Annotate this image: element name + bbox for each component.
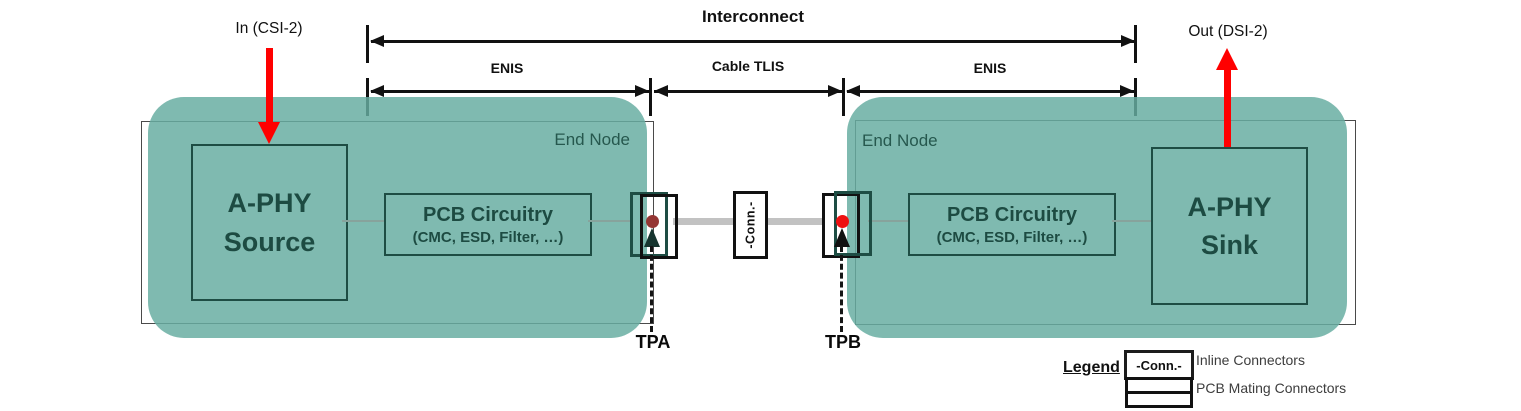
enis-left-arrowhead-right-icon — [635, 85, 649, 97]
cable-tlis-arrowhead-right-icon — [828, 85, 842, 97]
out-arrow-line — [1224, 68, 1231, 147]
tpb-pointer-dashed-line — [840, 246, 843, 332]
pcb-circuitry-right-block: PCB Circuitry (CMC, ESD, Filter, …) — [908, 193, 1116, 256]
inline-connector-block: -Conn.- — [733, 191, 768, 259]
cable-segment-right — [762, 218, 823, 225]
cable-tlis-arrowhead-left-icon — [654, 85, 668, 97]
pcb-right-title: PCB Circuitry — [946, 203, 1078, 226]
trace-pcb-to-sink — [1112, 220, 1151, 222]
tpb-test-point-dot — [836, 215, 849, 228]
in-arrow-head-icon — [258, 122, 280, 144]
right-end-node-label: End Node — [862, 131, 938, 150]
pcb-right-subtitle: (CMC, ESD, Filter, …) — [936, 228, 1088, 246]
pcb-left-subtitle: (CMC, ESD, Filter, …) — [412, 228, 564, 246]
interconnect-arrowhead-right-icon — [1121, 35, 1135, 47]
left-end-node — [148, 97, 647, 338]
cable-tlis-label: Cable TLIS — [711, 58, 785, 74]
legend-inline-connector-label: Inline Connectors — [1196, 352, 1305, 368]
aphy-sink-line2: Sink — [1200, 230, 1259, 260]
pcb-mating-connector-right-board-half — [834, 191, 872, 256]
enis-right-label: ENIS — [973, 60, 1007, 76]
aphy-source-line1: A-PHY — [227, 188, 312, 219]
aphy-source-line2: Source — [223, 226, 316, 257]
tpa-test-point-dot — [646, 215, 659, 228]
enis-left-arrowhead-left-icon — [370, 85, 384, 97]
cable-tlis-arrow-line — [654, 90, 842, 93]
trace-connector-to-pcb-right — [868, 220, 908, 222]
trace-pcb-to-connector-left — [588, 220, 632, 222]
pcb-circuitry-left-block: PCB Circuitry (CMC, ESD, Filter, …) — [384, 193, 592, 256]
interconnect-left-tick — [366, 25, 369, 63]
enis-right-arrow-line — [847, 90, 1134, 93]
legend-pcb-mating-symbol-divider — [1128, 390, 1190, 394]
out-dsi2-label: Out (DSI-2) — [1188, 23, 1268, 40]
tpa-tick — [649, 78, 652, 116]
interconnect-label: Interconnect — [701, 7, 805, 26]
aphy-sink-line1: A-PHY — [1187, 191, 1272, 222]
legend-pcb-mating-label: PCB Mating Connectors — [1196, 380, 1347, 396]
legend-title: Legend — [1063, 359, 1120, 376]
aphy-source-block: A-PHY Source — [191, 144, 348, 301]
enis-left-label: ENIS — [490, 60, 524, 76]
inline-connector-label: -Conn.- — [743, 201, 758, 249]
tpa-pointer-dashed-line — [650, 246, 653, 332]
tpb-tick — [842, 78, 845, 116]
pcb-mating-connector-left-cable-half — [640, 194, 678, 259]
enis-right-arrowhead-left-icon — [846, 85, 860, 97]
tpb-pointer-head-icon — [834, 228, 850, 247]
right-end-node — [847, 97, 1347, 338]
in-csi2-label: In (CSI-2) — [235, 20, 303, 37]
aphy-sink-block: A-PHY Sink — [1151, 147, 1308, 305]
out-arrow-head-icon — [1216, 48, 1238, 70]
in-arrow-line — [266, 48, 273, 124]
enis-right-arrowhead-right-icon — [1120, 85, 1134, 97]
interconnect-right-tick — [1134, 25, 1137, 63]
tpa-label: TPA — [635, 332, 671, 352]
legend-inline-connector-symbol: -Conn.- — [1124, 350, 1194, 380]
trace-source-to-pcb — [342, 220, 384, 222]
pcb-mating-connector-left-board-half — [630, 192, 668, 257]
interconnect-arrow-line — [371, 40, 1135, 43]
cable-segment-left — [673, 218, 733, 225]
interconnect-arrowhead-left-icon — [370, 35, 384, 47]
tpa-pointer-head-icon — [644, 228, 660, 247]
enis-left-arrow-line — [371, 90, 649, 93]
left-end-node-label: End Node — [554, 130, 630, 149]
tpb-label: TPB — [825, 332, 861, 352]
pcb-left-title: PCB Circuitry — [422, 203, 554, 226]
legend-pcb-mating-symbol — [1125, 377, 1193, 408]
